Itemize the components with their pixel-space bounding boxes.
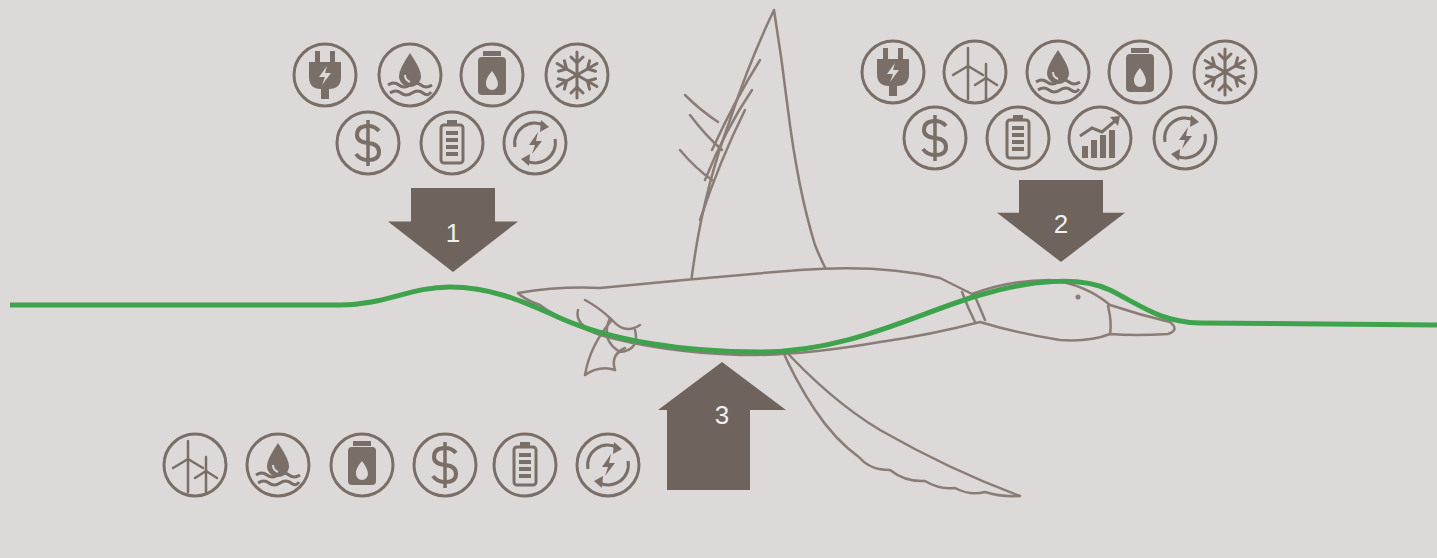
demand-curve xyxy=(10,281,1437,352)
callout-number: 1 xyxy=(388,218,518,248)
numbered-arrow: 1 xyxy=(388,188,518,272)
callout-number: 2 xyxy=(997,209,1125,239)
numbered-arrow: 3 xyxy=(658,362,786,490)
icon-group-bottom xyxy=(164,434,639,496)
icon-group-top-left xyxy=(294,44,608,174)
duck-outline xyxy=(518,10,1175,496)
callout-number: 3 xyxy=(658,400,786,430)
numbered-arrow: 2 xyxy=(997,180,1125,262)
icon-group-top-right xyxy=(862,41,1256,169)
